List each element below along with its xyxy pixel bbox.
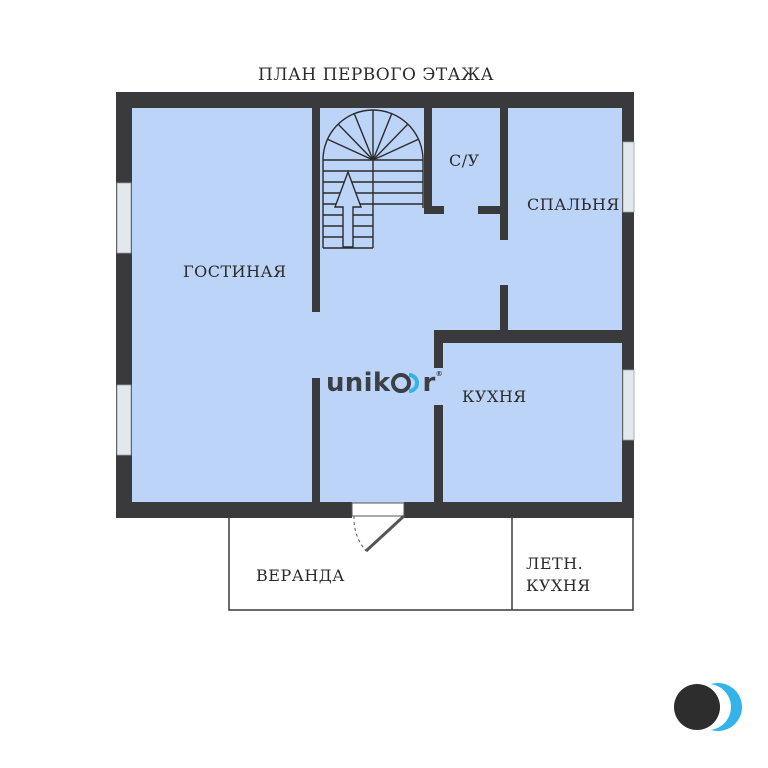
logo-mark (674, 683, 742, 731)
stair-direction-arrow (333, 169, 363, 248)
wall-wc-stub (478, 206, 502, 214)
registered-mark: ® (435, 370, 443, 378)
window-right-top (622, 141, 635, 213)
plan-title: ПЛАН ПЕРВОГО ЭТАЖА (258, 65, 495, 85)
window-left-bottom (116, 384, 132, 456)
wall-stair-right (424, 108, 432, 214)
window-right-bottom (622, 369, 635, 441)
brand-o-mark (391, 373, 420, 393)
brand-suffix: r (422, 368, 436, 398)
windows (116, 141, 635, 456)
interior-walls (312, 108, 622, 502)
logo-circle-dark (674, 684, 720, 730)
wall-kitchen-stub (434, 330, 443, 368)
room-label-summer-kitchen: ЛЕТН. КУХНЯ (526, 554, 591, 595)
veranda-outline (228, 514, 634, 611)
wall-bedroom-lower (500, 285, 508, 335)
brand-watermark: unik r® (326, 368, 443, 398)
room-label-living: ГОСТИНАЯ (183, 262, 287, 281)
floor-area (132, 108, 622, 503)
wall-living-lower (312, 378, 320, 502)
window-left-top (116, 182, 132, 254)
wall-bedroom-upper (500, 108, 508, 240)
entrance-door (351, 502, 406, 553)
room-label-veranda: ВЕРАНДА (256, 566, 345, 585)
wall-stair-stub (424, 206, 444, 214)
room-label-bedroom: СПАЛЬНЯ (527, 195, 620, 214)
wall-living-upper (312, 108, 320, 312)
wall-kitchen-left (434, 405, 443, 502)
wall-kitchen-top (434, 330, 622, 343)
room-label-kitchen: КУХНЯ (462, 387, 527, 406)
brand-text: unik (326, 368, 391, 398)
room-label-wc: С/У (449, 151, 480, 170)
